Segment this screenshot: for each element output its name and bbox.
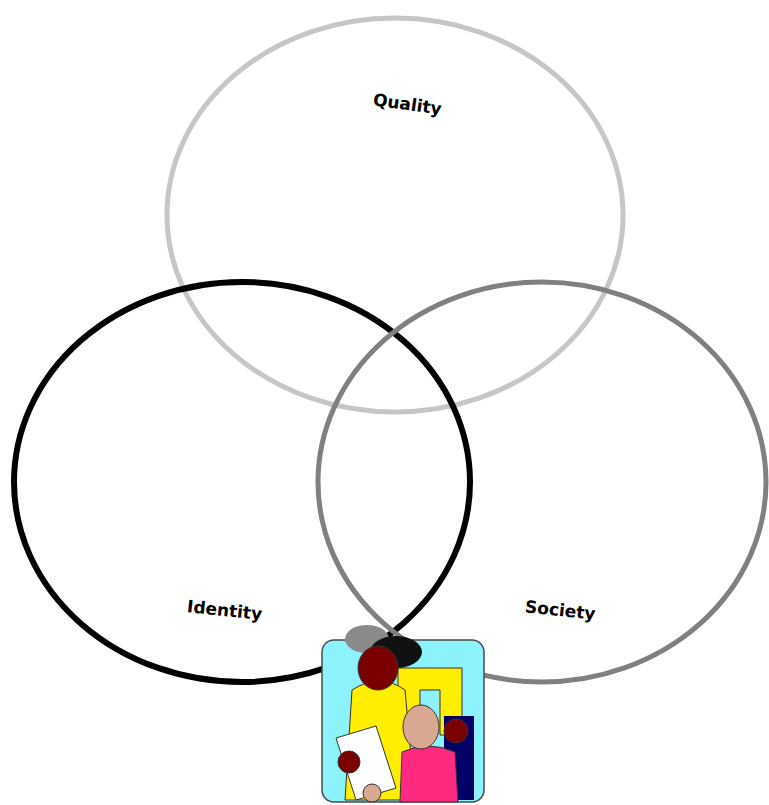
identity-ellipse: Identity	[8, 276, 476, 688]
ellipse-stroke	[14, 282, 470, 682]
clipart-child-hand	[444, 719, 468, 743]
clipart-child-hand2	[363, 784, 381, 802]
ellipse-stroke	[318, 282, 766, 682]
circle-label: Quality	[371, 89, 442, 119]
circle-label: Identity	[186, 596, 263, 624]
quality-ellipse: Quality	[162, 13, 628, 417]
clipart-child-body	[400, 746, 458, 802]
ellipse-outline	[313, 277, 769, 687]
ellipse-outline	[8, 276, 476, 688]
ellipse-outline	[162, 13, 628, 417]
clipart-hand	[338, 751, 360, 773]
ellipse-stroke	[167, 18, 623, 412]
clipart-head	[358, 646, 398, 690]
circle-label: Society	[524, 596, 596, 624]
society-ellipse: Society	[313, 277, 769, 687]
clipart-child-head	[403, 705, 439, 749]
